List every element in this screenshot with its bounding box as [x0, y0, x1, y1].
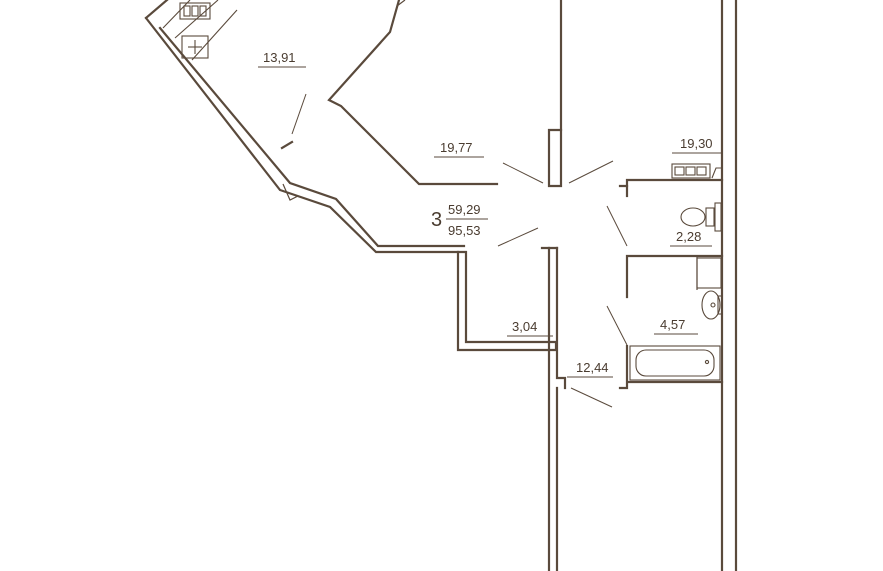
washbasin [701, 290, 723, 320]
balcony-door [282, 183, 299, 201]
room-labels: 13,91 19,77 19,30 2,28 4,57 3,04 12,44 [258, 50, 722, 378]
walls [144, 0, 738, 571]
rooms-count: 3 [431, 209, 442, 231]
door-kitchen [291, 93, 307, 135]
area-toilet: 2,28 [676, 229, 701, 244]
area-kitchen: 13,91 [263, 50, 296, 65]
area-storage: 3,04 [512, 319, 537, 334]
kitchen-diagonal-wall-outer [144, 16, 466, 254]
bathroom-wall-bottom [618, 345, 724, 390]
living-bay-wall [327, 0, 499, 186]
kitchen-diagonal-wall-inner [158, 26, 466, 248]
area-living-room: 19,77 [440, 140, 473, 155]
area-bedroom-bottom: 12,44 [576, 360, 609, 375]
fixtures [162, 0, 723, 381]
toilet-wall-bottom [625, 254, 724, 299]
toilet-bowl [680, 202, 722, 232]
radiator [671, 163, 722, 179]
apartment-summary: 3 59,29 95,53 [431, 202, 488, 238]
door-storage [497, 227, 539, 247]
kitchen-counter [162, 0, 238, 61]
area-bedroom-right: 19,30 [680, 136, 713, 151]
door-living [502, 162, 544, 184]
cabinet [696, 257, 722, 289]
area-bathroom: 4,57 [660, 317, 685, 332]
door-bedroom-right [568, 160, 614, 184]
bottom-partition-b [555, 246, 567, 390]
toilet-wall-top [618, 178, 724, 188]
door-bedroom-bottom [570, 387, 613, 408]
storage-wall [456, 250, 558, 352]
door-toilet [606, 205, 628, 247]
central-pillar [547, 128, 563, 188]
doors [282, 93, 628, 408]
kitchen-outer-wall [144, 0, 169, 20]
kitchen-door-wall [280, 140, 294, 150]
total-area: 95,53 [448, 223, 481, 238]
living-area: 59,29 [448, 202, 481, 217]
bathtub [629, 345, 721, 381]
living-bay-wall-inner [396, 0, 406, 7]
door-bathroom [606, 305, 628, 346]
